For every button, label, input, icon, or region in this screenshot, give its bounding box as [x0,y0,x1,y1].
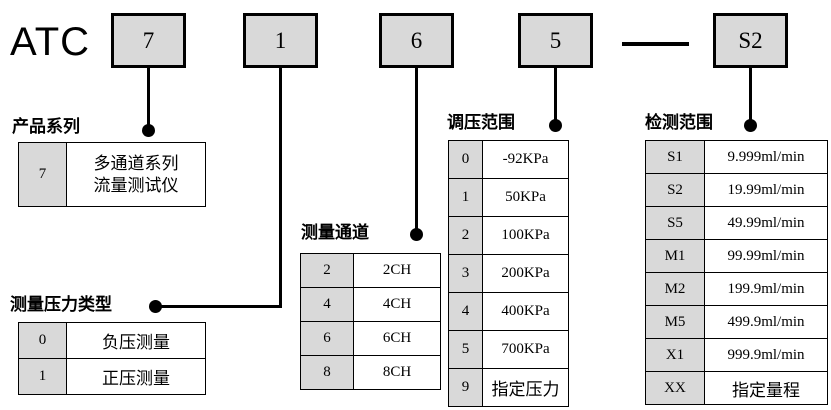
table-row: S2 19.99ml/min [645,173,828,207]
cell-description: 99.99ml/min [704,239,828,273]
connector-pressure-type-horizontal [155,305,282,308]
cell-description: 499.9ml/min [704,305,828,339]
table-product-series: 7 多通道系列 流量测试仪 [18,142,206,207]
connector-dot-channels [410,228,423,241]
table-row: 4 4CH [300,287,441,322]
caption-detection-range: 检测范围 [645,113,713,132]
cell-code: 8 [300,355,354,390]
cell-code: S2 [645,173,705,207]
cell-description: 9.999ml/min [704,140,828,174]
caption-pressure-type: 测量压力类型 [10,295,112,314]
cell-code: M5 [645,305,705,339]
cell-code: 2 [300,253,354,288]
connector-pressure-type-vertical [279,68,282,307]
cell-code: 3 [448,254,483,293]
cell-code: X1 [645,338,705,372]
cell-code: 4 [300,287,354,322]
caption-pressure-range: 调压范围 [447,113,515,132]
cell-description: 999.9ml/min [704,338,828,372]
table-row: M5 499.9ml/min [645,305,828,339]
cell-code: M1 [645,239,705,273]
connector-dot-pressure-range [549,119,562,132]
cell-code: 6 [300,321,354,356]
cell-description: 100KPa [482,216,569,255]
table-row: 0 负压测量 [18,322,206,359]
connector-dot-pressure-type [149,300,162,313]
cell-description: 200KPa [482,254,569,293]
cell-description: 2CH [353,253,441,288]
connector-detection-range [749,68,752,124]
cell-code: 4 [448,292,483,331]
connector-dot-detection-range [744,119,757,132]
connector-dot-product-series [142,124,155,137]
table-row: 7 多通道系列 流量测试仪 [18,142,206,207]
cell-description: 700KPa [482,330,569,369]
cell-description: 指定量程 [704,371,828,405]
model-separator-dash [622,42,689,46]
table-row: 0 -92KPa [448,140,569,179]
caption-product-series: 产品系列 [12,117,80,136]
table-row: 4 400KPa [448,292,569,331]
table-row: 6 6CH [300,321,441,356]
code-box-channels[interactable]: 6 [379,13,454,68]
cell-description: 8CH [353,355,441,390]
table-row: 2 100KPa [448,216,569,255]
table-pressure-type: 0 负压测量 1 正压测量 [18,322,206,395]
table-row: XX 指定量程 [645,371,828,405]
cell-description: 4CH [353,287,441,322]
cell-code: M2 [645,272,705,306]
table-detection-range: S1 9.999ml/min S2 19.99ml/min S5 49.99ml… [645,140,828,405]
cell-code: S1 [645,140,705,174]
table-row: 8 8CH [300,355,441,390]
table-row: 1 正压测量 [18,358,206,395]
cell-code: 7 [18,142,67,207]
cell-description: 19.99ml/min [704,173,828,207]
connector-channels [415,68,418,233]
cell-description: 指定压力 [482,368,569,407]
description-line-2: 流量测试仪 [93,175,179,195]
table-row: M1 99.99ml/min [645,239,828,273]
cell-code: 0 [448,140,483,179]
connector-product-series [147,68,150,128]
cell-code: 9 [448,368,483,407]
table-row: S1 9.999ml/min [645,140,828,174]
cell-description: 6CH [353,321,441,356]
cell-description: 负压测量 [66,322,206,359]
cell-description: -92KPa [482,140,569,179]
brand-label: ATC [10,20,91,64]
table-pressure-range: 0 -92KPa 1 50KPa 2 100KPa 3 200KPa 4 400… [448,140,569,407]
cell-description: 49.99ml/min [704,206,828,240]
code-box-detection-range[interactable]: S2 [713,13,788,68]
cell-description: 50KPa [482,178,569,217]
cell-code: XX [645,371,705,405]
cell-code: 5 [448,330,483,369]
table-row: 9 指定压力 [448,368,569,407]
table-row: M2 199.9ml/min [645,272,828,306]
description-line-1: 多通道系列 [93,154,179,174]
code-box-product-series[interactable]: 7 [111,13,186,68]
connector-pressure-range [554,68,557,124]
cell-code: S5 [645,206,705,240]
cell-code: 1 [18,358,67,395]
code-box-pressure-type[interactable]: 1 [243,13,318,68]
cell-description: 正压测量 [66,358,206,395]
cell-description: 199.9ml/min [704,272,828,306]
table-row: 2 2CH [300,253,441,288]
table-channels: 2 2CH 4 4CH 6 6CH 8 8CH [300,253,441,390]
table-row: 3 200KPa [448,254,569,293]
table-row: 5 700KPa [448,330,569,369]
cell-description: 400KPa [482,292,569,331]
caption-channels: 测量通道 [301,223,369,242]
cell-code: 2 [448,216,483,255]
cell-description: 多通道系列 流量测试仪 [66,142,206,207]
cell-code: 0 [18,322,67,359]
table-row: 1 50KPa [448,178,569,217]
table-row: S5 49.99ml/min [645,206,828,240]
table-row: X1 999.9ml/min [645,338,828,372]
cell-code: 1 [448,178,483,217]
code-box-pressure-range[interactable]: 5 [518,13,593,68]
